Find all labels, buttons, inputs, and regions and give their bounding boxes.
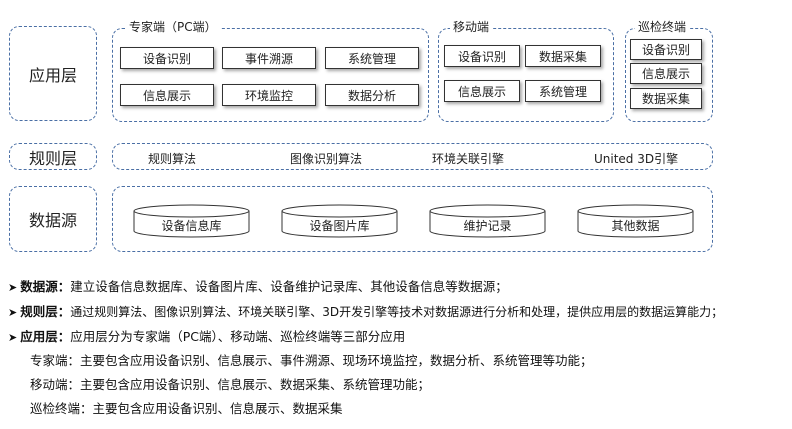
note-text: 应用层分为专家端（PC端）、移动端、巡检终端等三部分应用 (70, 329, 406, 344)
pc-data-analysis[interactable]: 数据分析 (325, 84, 419, 106)
pc-event-trace[interactable]: 事件溯源 (222, 47, 316, 69)
united-3d-engine: United 3D引擎 (594, 152, 679, 166)
mobile-system-management[interactable]: 系统管理 (525, 80, 601, 102)
data-layer-label: 数据源 (28, 211, 77, 230)
terminal-data-collection[interactable]: 数据采集 (630, 88, 702, 109)
terminal-group-title: 巡检终端 (635, 18, 690, 35)
db-device-info[interactable]: 设备信息库 (133, 204, 250, 238)
database-icon (281, 204, 398, 238)
note-text: 建立设备信息数据库、设备图片库、设备维护记录库、其他设备信息等数据源； (70, 279, 508, 294)
env-association-engine: 环境关联引擎 (432, 152, 505, 166)
note-term: 应用层： (20, 329, 71, 344)
note-text: 通过规则算法、图像识别算法、环境关联引擎、3D开发引擎等技术对数据源进行分析和处… (70, 305, 724, 319)
rule-algorithm: 规则算法 (148, 152, 197, 166)
database-icon (133, 204, 250, 238)
db-device-info-label: 设备信息库 (161, 219, 222, 233)
sub-note-pc: 专家端：主要包含应用设备识别、信息展示、事件溯源、现场环境监控，数据分析、系统管… (30, 353, 593, 368)
mobile-group (438, 28, 614, 122)
rule-layer-label: 规则层 (28, 148, 77, 168)
arrow-right-icon: ➤ (8, 306, 18, 319)
note-rule-layer: ➤规则层：通过规则算法、图像识别算法、环境关联引擎、3D开发引擎等技术对数据源进… (8, 304, 724, 319)
pc-device-recognition[interactable]: 设备识别 (120, 47, 214, 69)
image-recognition-algorithm: 图像识别算法 (290, 152, 363, 166)
note-term: 规则层： (20, 304, 71, 319)
database-icon (577, 204, 694, 238)
app-layer-label-box (9, 26, 97, 121)
mobile-data-collection[interactable]: 数据采集 (525, 45, 601, 67)
db-maintenance-records-label: 维护记录 (463, 219, 512, 233)
rule-layer-bar (112, 143, 713, 170)
pc-group (112, 28, 429, 122)
note-app-layer: ➤应用层：应用层分为专家端（PC端）、移动端、巡检终端等三部分应用 (8, 329, 406, 344)
data-layer-bar (112, 186, 713, 252)
db-device-images[interactable]: 设备图片库 (281, 204, 398, 238)
database-icon (429, 204, 546, 238)
arrow-right-icon: ➤ (8, 331, 18, 344)
pc-system-management[interactable]: 系统管理 (325, 47, 419, 69)
db-other-data-label: 其他数据 (611, 219, 660, 233)
sub-note-mobile: 移动端：主要包含应用设备识别、信息展示、数据采集、系统管理功能； (30, 377, 431, 392)
mobile-group-title: 移动端 (450, 18, 493, 35)
rule-layer-label-box (9, 143, 97, 170)
note-term: 数据源： (20, 279, 71, 294)
sub-note-terminal: 巡检终端：主要包含应用设备识别、信息展示、数据采集 (30, 401, 343, 416)
pc-group-title: 专家端（PC端） (126, 18, 220, 35)
note-data-source: ➤数据源：建立设备信息数据库、设备图片库、设备维护记录库、其他设备信息等数据源； (8, 279, 508, 294)
mobile-info-display[interactable]: 信息展示 (444, 80, 520, 102)
mobile-device-recognition[interactable]: 设备识别 (444, 45, 520, 67)
data-layer-label-box (9, 186, 97, 252)
db-device-images-label: 设备图片库 (309, 219, 370, 233)
terminal-info-display[interactable]: 信息展示 (630, 63, 702, 84)
db-maintenance-records[interactable]: 维护记录 (429, 204, 546, 238)
pc-env-monitor[interactable]: 环境监控 (222, 84, 316, 106)
db-other-data[interactable]: 其他数据 (577, 204, 694, 238)
arrow-right-icon: ➤ (8, 281, 18, 294)
pc-info-display[interactable]: 信息展示 (120, 84, 214, 106)
app-layer-label: 应用层 (28, 65, 77, 85)
terminal-device-recognition[interactable]: 设备识别 (630, 39, 702, 60)
